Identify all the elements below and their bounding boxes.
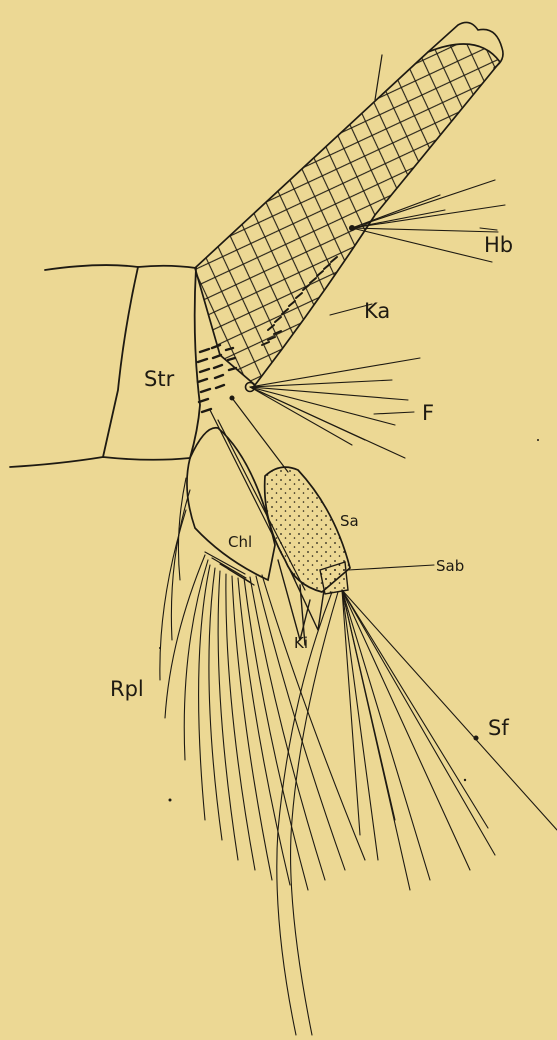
label-chl: Chl: [228, 533, 252, 551]
label-sf: Sf: [488, 716, 509, 740]
label-hb: Hb: [484, 233, 513, 257]
label-sab: Sab: [436, 557, 464, 575]
label-str: Str: [144, 367, 175, 391]
label-f: F: [422, 401, 434, 425]
label-rpl: Rpl: [110, 677, 144, 701]
hatched-segment: [195, 22, 503, 385]
label-sa: Sa: [340, 512, 359, 530]
label-ka: Ka: [364, 299, 390, 323]
sf-setae-fan: [277, 590, 557, 1035]
label-ki: Ki: [294, 634, 308, 652]
sa-oval: [265, 467, 350, 594]
